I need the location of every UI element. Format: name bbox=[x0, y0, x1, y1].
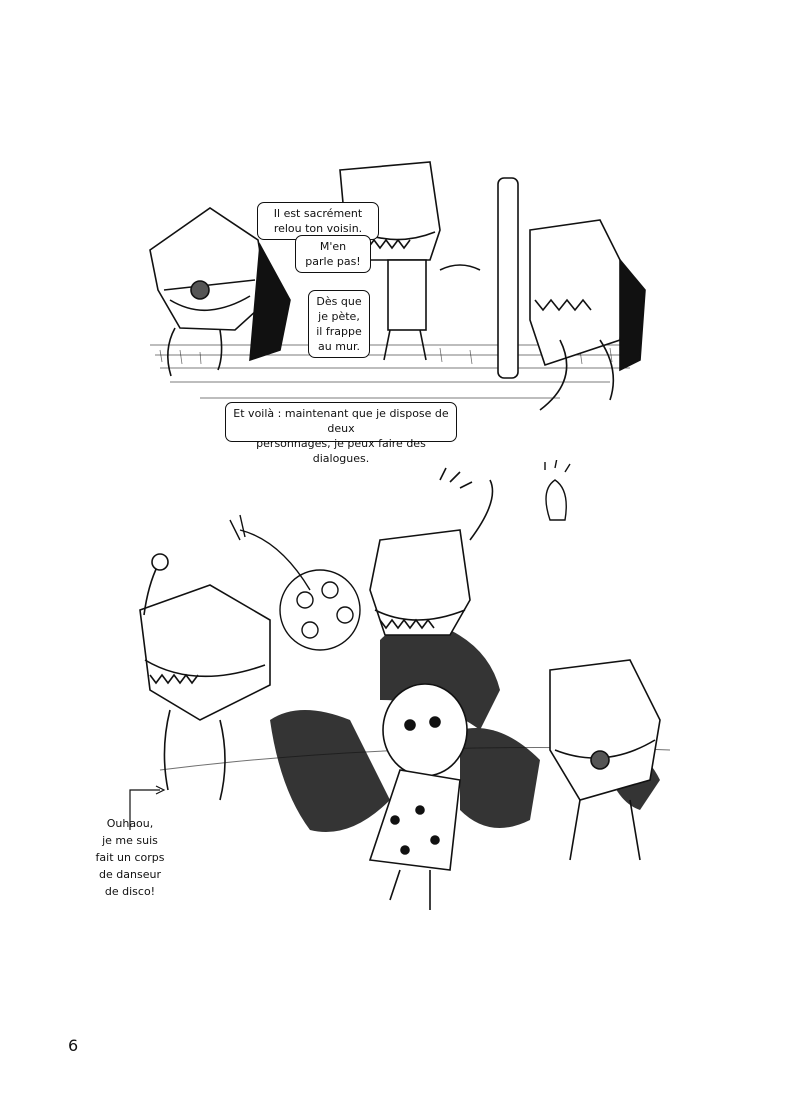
raised-hand bbox=[544, 460, 571, 521]
center-dancer bbox=[369, 467, 494, 636]
caption-pointer bbox=[129, 785, 166, 830]
top-panel-illustration: Il est sacrément relou ton voisin. M'en … bbox=[140, 150, 650, 465]
dancer-caption: Ouhaou, je me suis fait un corps de dans… bbox=[95, 817, 165, 898]
page-number: 6 bbox=[68, 1036, 79, 1055]
narration-caption: Et voilà : maintenant que je dispose de … bbox=[225, 402, 457, 465]
bottom-panel-illustration: Ouhaou, je me suis fait un corps de dans… bbox=[96, 460, 670, 920]
speech-bubble-2: M'en parle pas! bbox=[295, 235, 371, 273]
speech-bubble-3: Dès que je pète, il frappe au mur. bbox=[308, 290, 370, 358]
left-dancer bbox=[139, 553, 271, 801]
bottom-panel-drawing bbox=[139, 460, 670, 910]
right-dancer bbox=[549, 659, 661, 861]
curly-dancer bbox=[229, 514, 361, 651]
right-character bbox=[497, 177, 646, 411]
girl-dancer bbox=[368, 683, 468, 910]
left-character bbox=[149, 207, 291, 377]
